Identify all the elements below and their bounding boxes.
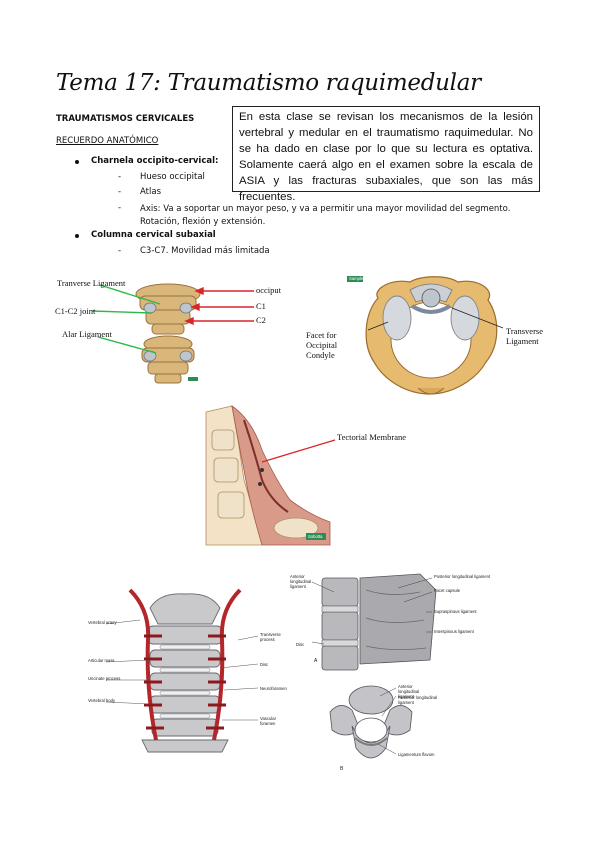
bullet-label: Columna cervical subaxial <box>91 230 216 240</box>
label-a-right: Interspinous ligament <box>434 629 474 634</box>
bullet-dot <box>75 160 79 164</box>
label-right: Disc <box>260 662 269 667</box>
sub-item: Atlas <box>140 187 161 197</box>
sub-item: Axis: Va a soportar un mayor peso, y va … <box>140 204 511 227</box>
bullet-dot <box>75 234 79 238</box>
label-c1-c2-joint: C1-C2 joint <box>55 306 96 316</box>
figure-tag: Sobotta <box>308 534 323 539</box>
label-transverse-ligament: Transverse Ligament <box>506 326 543 346</box>
dash: - <box>118 246 122 256</box>
label-a: Anterior longitudinal ligament <box>290 574 312 589</box>
label-right: Neuroforamen <box>260 686 287 691</box>
section-heading: TRAUMATISMOS CERVICALES <box>56 114 195 124</box>
label-a: Disc <box>296 642 305 647</box>
dash: - <box>118 187 122 197</box>
label-occiput: occiput <box>256 285 282 295</box>
label-a-right: Posterior longitudinal ligament <box>434 574 491 579</box>
label-transverse-ligament: Tranverse Ligament <box>57 278 126 288</box>
page-title: Tema 17: Traumatismo raquimedular <box>56 70 481 96</box>
figure-marker-b: B <box>340 766 344 772</box>
label-right: Transverse process <box>260 632 281 642</box>
label-facet: Facet for Occipital Condyle <box>306 330 338 360</box>
label-b: Posterior longitudinal ligament <box>398 695 438 705</box>
label-left: Vertebral body <box>88 698 116 703</box>
figure-marker-a: A <box>314 658 318 664</box>
label-c2: C2 <box>256 315 266 325</box>
label-right: Vascular foramen <box>260 716 276 726</box>
sub-heading: RECUERDO ANATÓMICO <box>56 136 159 146</box>
label-left: Articular mass <box>88 658 115 663</box>
label-b: Ligamentum flavum <box>398 752 435 757</box>
label-left: Vertebral artery <box>88 620 117 625</box>
label-tectorial: Tectorial Membrane <box>337 432 407 442</box>
bullet-label: Charnela occipito-cervical: <box>91 156 219 166</box>
note-box: En esta clase se revisan los mecanismos … <box>232 106 540 203</box>
sub-item: C3-C7. Movilidad más limitada <box>140 246 270 256</box>
dash: - <box>118 203 122 213</box>
dash: - <box>118 172 122 182</box>
label-a-right: Facet capsule <box>434 588 461 593</box>
label-left: Uncinate process <box>88 676 121 681</box>
label-b: Anterior longitudinal ligament <box>398 684 420 699</box>
label-a-right: Supraspinous ligament <box>434 609 477 614</box>
label-c1: C1 <box>256 301 266 311</box>
sub-item: Hueso occipital <box>140 172 205 182</box>
figure-tag: Sample <box>349 276 364 281</box>
label-alar-ligament: Alar Ligament <box>62 329 112 339</box>
